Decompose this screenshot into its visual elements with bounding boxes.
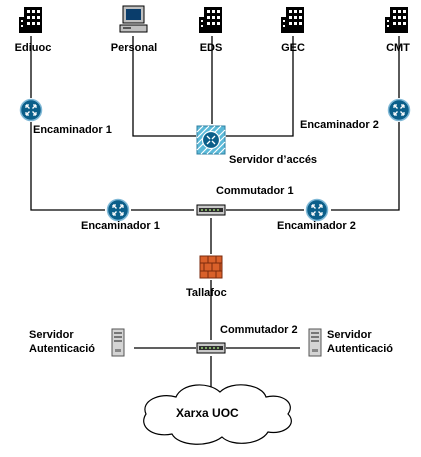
link-gec-access-server <box>226 36 294 137</box>
switch-icon <box>196 342 226 354</box>
router-label-upper-right: Encaminador 2 <box>300 119 379 131</box>
router-icon <box>106 198 130 222</box>
network-label: Xarxa UOC <box>176 406 239 420</box>
auth-server-left-label-line-1: Servidor <box>29 329 74 341</box>
auth-server-right-label-line-2: Autenticació <box>327 343 394 355</box>
auth-server-left-label-line-2: Autenticació <box>29 343 96 355</box>
router-icon <box>305 198 329 222</box>
link-personal-access-server <box>132 36 196 137</box>
building-icon <box>19 7 42 33</box>
router-label-lower-right: Encaminador 2 <box>277 220 356 232</box>
building-icon <box>281 7 304 33</box>
firewall-label: Tallafoc <box>186 287 227 299</box>
link-router-upper-left-router-lower-left <box>30 122 105 211</box>
server-icon <box>308 328 322 357</box>
switch-2-label: Commutador 2 <box>220 324 298 336</box>
router-label-upper-left: Encaminador 1 <box>33 124 112 136</box>
node-label-personal: Personal <box>110 42 158 54</box>
router-label-lower-left: Encaminador 1 <box>81 220 160 232</box>
access-server-label: Servidor d’accés <box>229 154 318 166</box>
node-label-ediuoc: Ediuoc <box>14 42 52 54</box>
router-icon <box>387 98 411 122</box>
firewall-icon <box>199 255 223 279</box>
cloud-icon <box>143 384 292 445</box>
link-router-upper-right-router-lower-right <box>331 122 400 211</box>
access-server-icon <box>196 125 226 155</box>
node-label-eds: EDS <box>199 42 223 54</box>
auth-server-right-label-line-1: Servidor <box>327 329 372 341</box>
building-icon <box>199 7 222 33</box>
building-icon <box>385 7 408 33</box>
router-icon <box>19 98 43 122</box>
workstation-icon <box>119 5 148 33</box>
node-label-gec: GEC <box>281 42 305 54</box>
switch-1-label: Commutador 1 <box>216 185 294 197</box>
server-icon <box>111 328 125 357</box>
node-label-cmt: CMT <box>386 42 410 54</box>
switch-icon <box>196 204 226 216</box>
